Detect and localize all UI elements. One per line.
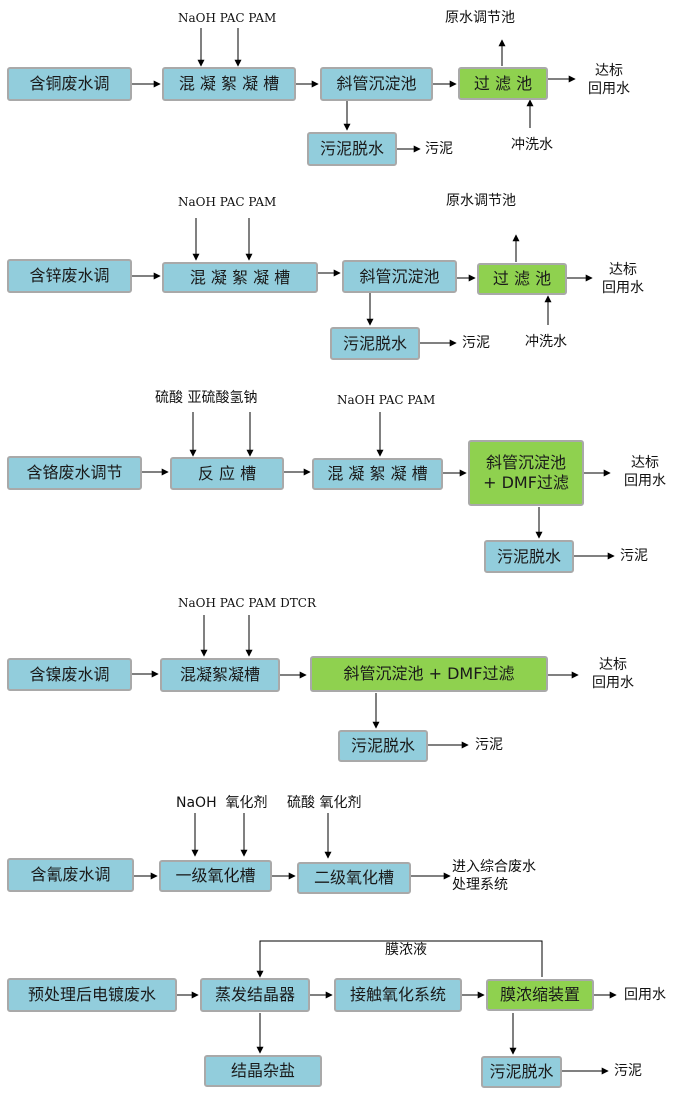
f3-sludge: 污泥 — [620, 548, 648, 564]
f6-source-box: 预处理后电镀废水 — [7, 978, 177, 1012]
f2-output: 达标 回用水 — [595, 261, 651, 297]
f2-output-line2: 回用水 — [602, 280, 644, 297]
f4-output-line2: 回用水 — [592, 675, 634, 692]
f2-sludge-dewater: 污泥脱水 — [330, 327, 420, 360]
f1-sludge: 污泥 — [425, 141, 453, 157]
f1-coagulation-tank: 混 凝 絮 凝 槽 — [162, 67, 296, 101]
f3-settling-line2: + DMF过滤 — [483, 473, 569, 492]
f5-reagents-1: NaOH 氧化剂 — [176, 795, 268, 811]
f6-sludge: 污泥 — [614, 1063, 642, 1079]
f1-source-box: 含铜废水调 — [7, 67, 132, 101]
f2-to-regulating-tank: 原水调节池 — [446, 193, 516, 209]
f6-concentrate-label: 膜浓液 — [385, 942, 427, 958]
f3-source-box: 含铬废水调节 — [7, 456, 142, 490]
f2-settling-tank: 斜管沉淀池 — [342, 260, 457, 293]
f2-reagents: NaOH PAC PAM — [178, 195, 277, 209]
f1-output-line2: 回用水 — [588, 81, 630, 98]
f2-filter-tank: 过 滤 池 — [477, 263, 567, 295]
f5-source-box: 含氰废水调 — [7, 858, 134, 892]
f6-sludge-dewater: 污泥脱水 — [481, 1056, 562, 1088]
f4-sludge: 污泥 — [475, 737, 503, 753]
f3-reagents-coag: NaOH PAC PAM — [337, 393, 436, 407]
f4-settling-dmf: 斜管沉淀池 + DMF过滤 — [310, 656, 548, 692]
f3-settling-dmf: 斜管沉淀池 + DMF过滤 — [468, 440, 584, 506]
f5-output-line2: 处理系统 — [452, 877, 508, 894]
f5-output: 进入综合废水 处理系统 — [452, 858, 562, 894]
f1-to-regulating-tank: 原水调节池 — [445, 10, 515, 26]
f5-output-line1: 进入综合废水 — [452, 859, 536, 875]
f3-output: 达标 回用水 — [617, 454, 673, 490]
f2-wash-water: 冲洗水 — [525, 334, 567, 350]
f5-secondary-oxidation: 二级氧化槽 — [297, 862, 411, 894]
f3-reagents-acid: 硫酸 亚硫酸氢钠 — [155, 390, 258, 406]
f2-sludge: 污泥 — [462, 335, 490, 351]
f6-membrane-concentrator: 膜浓缩装置 — [486, 979, 594, 1011]
membrane-concentrate-return — [256, 940, 543, 978]
f1-settling-tank: 斜管沉淀池 — [320, 67, 433, 101]
f5-primary-oxidation: 一级氧化槽 — [159, 860, 272, 892]
f6-evaporative-crystallizer: 蒸发结晶器 — [200, 978, 310, 1012]
f6-output: 回用水 — [624, 987, 666, 1003]
f1-wash-water: 冲洗水 — [511, 137, 553, 153]
f6-crystal-salt: 结晶杂盐 — [204, 1055, 322, 1087]
f1-output: 达标 回用水 — [581, 62, 637, 98]
f4-reagents: NaOH PAC PAM DTCR — [178, 596, 316, 610]
f4-source-box: 含镍废水调 — [7, 658, 132, 691]
f6-contact-oxidation: 接触氧化系统 — [334, 978, 462, 1012]
f3-settling-line1: 斜管沉淀池 — [485, 453, 566, 472]
f3-output-line2: 回用水 — [624, 473, 666, 490]
f1-filter-tank: 过 滤 池 — [458, 67, 548, 100]
f3-output-line1: 达标 — [631, 455, 659, 471]
f4-coagulation-tank: 混凝絮凝槽 — [160, 658, 280, 692]
f4-output: 达标 回用水 — [585, 656, 641, 692]
f1-reagents: NaOH PAC PAM — [178, 11, 277, 25]
f3-reaction-tank: 反 应 槽 — [170, 457, 284, 490]
f1-output-line1: 达标 — [595, 63, 623, 79]
f2-source-box: 含锌废水调 — [7, 259, 132, 293]
f5-reagents-2: 硫酸 氧化剂 — [287, 795, 362, 811]
f2-output-line1: 达标 — [609, 262, 637, 278]
f3-sludge-dewater: 污泥脱水 — [484, 540, 574, 573]
f3-coagulation-tank: 混 凝 絮 凝 槽 — [312, 458, 443, 490]
f4-sludge-dewater: 污泥脱水 — [338, 730, 428, 762]
f2-coagulation-tank: 混 凝 絮 凝 槽 — [162, 262, 318, 293]
f4-output-line1: 达标 — [599, 657, 627, 673]
f1-sludge-dewater: 污泥脱水 — [307, 132, 397, 166]
